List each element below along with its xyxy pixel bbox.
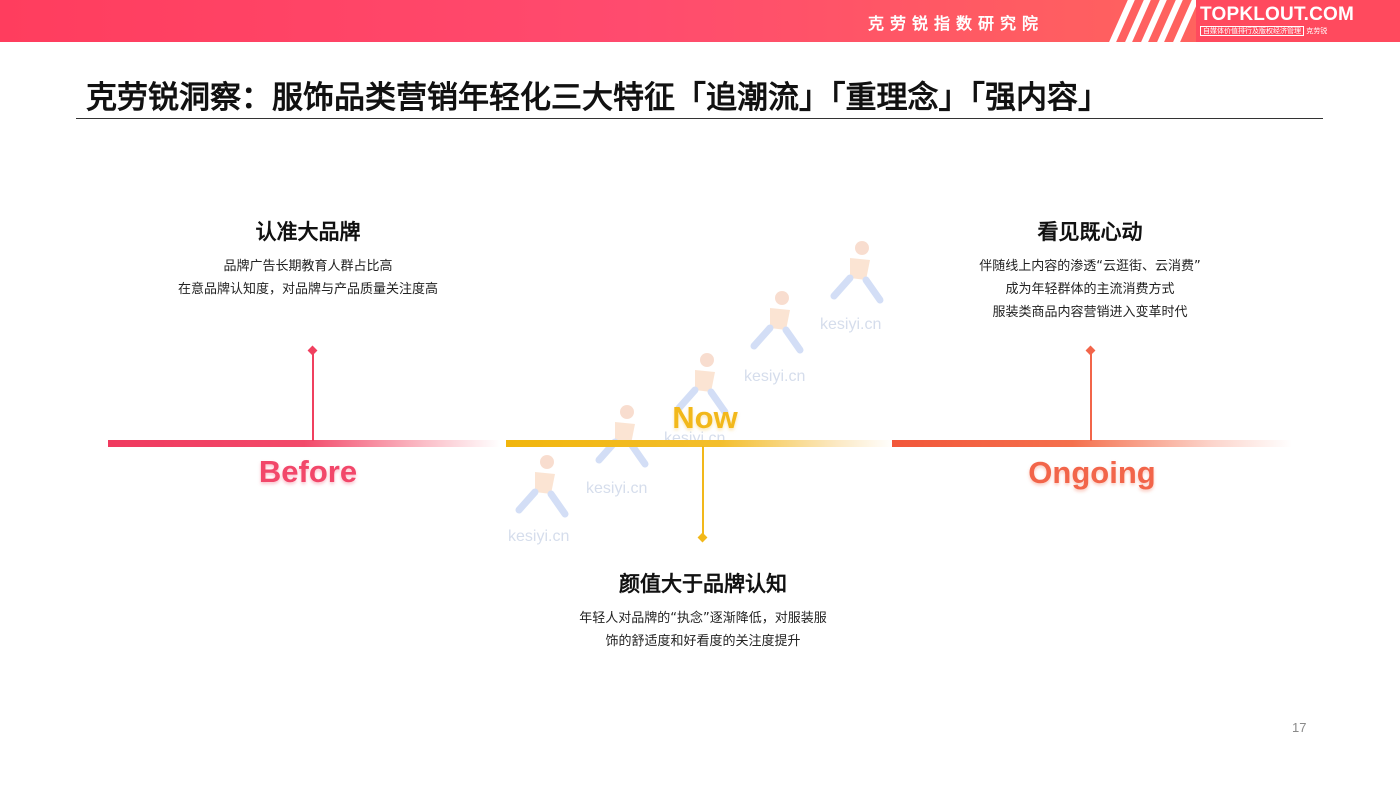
timeline-segment-ongoing xyxy=(892,440,1292,447)
watermark-runner-icon xyxy=(830,241,884,304)
now-block: 颜值大于品牌认知 年轻人对品牌的“执念”逐渐降低，对服装服 饰的舒适度和好看度的… xyxy=(540,568,866,653)
ongoing-line: 成为年轻群体的主流消费方式 xyxy=(1005,282,1175,297)
stage-label-before: Before xyxy=(258,454,358,489)
ongoing-marker-icon xyxy=(1085,345,1096,356)
ongoing-heading: 看见既心动 xyxy=(1037,220,1143,244)
stage-label-ongoing: Ongoing xyxy=(1028,455,1156,490)
watermark-text: kesiyi.cn xyxy=(820,316,882,333)
title-divider xyxy=(76,118,1323,119)
page-title: 克劳锐洞察：服饰品类营销年轻化三大特征「追潮流」「重理念」「强内容」 xyxy=(86,80,1109,116)
watermark-text: kesiyi.cn xyxy=(586,480,648,497)
timeline-segment-before xyxy=(108,440,500,447)
ongoing-line: 服装类商品内容营销进入变革时代 xyxy=(992,305,1188,320)
stage-label-now: Now xyxy=(672,400,738,435)
now-line: 年轻人对品牌的“执念”逐渐降低，对服装服 xyxy=(579,611,827,626)
watermark-runner-icon xyxy=(675,353,729,416)
org-name: 克劳锐指数研究院 xyxy=(868,14,1045,33)
now-heading: 颜值大于品牌认知 xyxy=(619,572,787,596)
brand-tagline-text: 自媒体价值排行及版权经济管理 xyxy=(1200,26,1304,36)
now-connector xyxy=(702,446,704,538)
watermark-runner-icon xyxy=(595,405,649,468)
header-bar: 克劳锐指数研究院 TOPKLOUT.COM 自媒体价值排行及版权经济管理 克劳锐 xyxy=(0,0,1400,42)
watermark-text: kesiyi.cn xyxy=(744,368,806,385)
ongoing-connector xyxy=(1090,351,1092,441)
now-line: 饰的舒适度和好看度的关注度提升 xyxy=(605,634,801,649)
watermark-runner-icon xyxy=(515,455,569,518)
watermark-runner-icon xyxy=(750,291,804,354)
before-heading: 认准大品牌 xyxy=(255,220,361,244)
brand-logo-text: TOPKLOUT.COM xyxy=(1200,4,1355,25)
ongoing-line: 伴随线上内容的渗透“云逛街、云消费” xyxy=(979,259,1201,274)
before-marker-icon xyxy=(307,345,318,356)
brand-cn: 克劳锐 xyxy=(1306,27,1328,35)
watermark-text: kesiyi.cn xyxy=(508,528,570,545)
before-block: 认准大品牌 品牌广告长期教育人群占比高 在意品牌认知度，对品牌与产品质量关注度高 xyxy=(148,216,468,301)
decorative-stripes xyxy=(1106,0,1201,42)
now-marker-icon xyxy=(697,532,708,543)
before-connector xyxy=(312,351,314,441)
timeline-segment-now xyxy=(506,440,894,447)
before-line: 在意品牌认知度，对品牌与产品质量关注度高 xyxy=(177,282,438,297)
before-line: 品牌广告长期教育人群占比高 xyxy=(223,259,393,274)
brand-tagline: 自媒体价值排行及版权经济管理 克劳锐 xyxy=(1200,26,1396,36)
ongoing-block: 看见既心动 伴随线上内容的渗透“云逛街、云消费” 成为年轻群体的主流消费方式 服… xyxy=(940,216,1240,324)
page-number: 17 xyxy=(1292,720,1307,735)
